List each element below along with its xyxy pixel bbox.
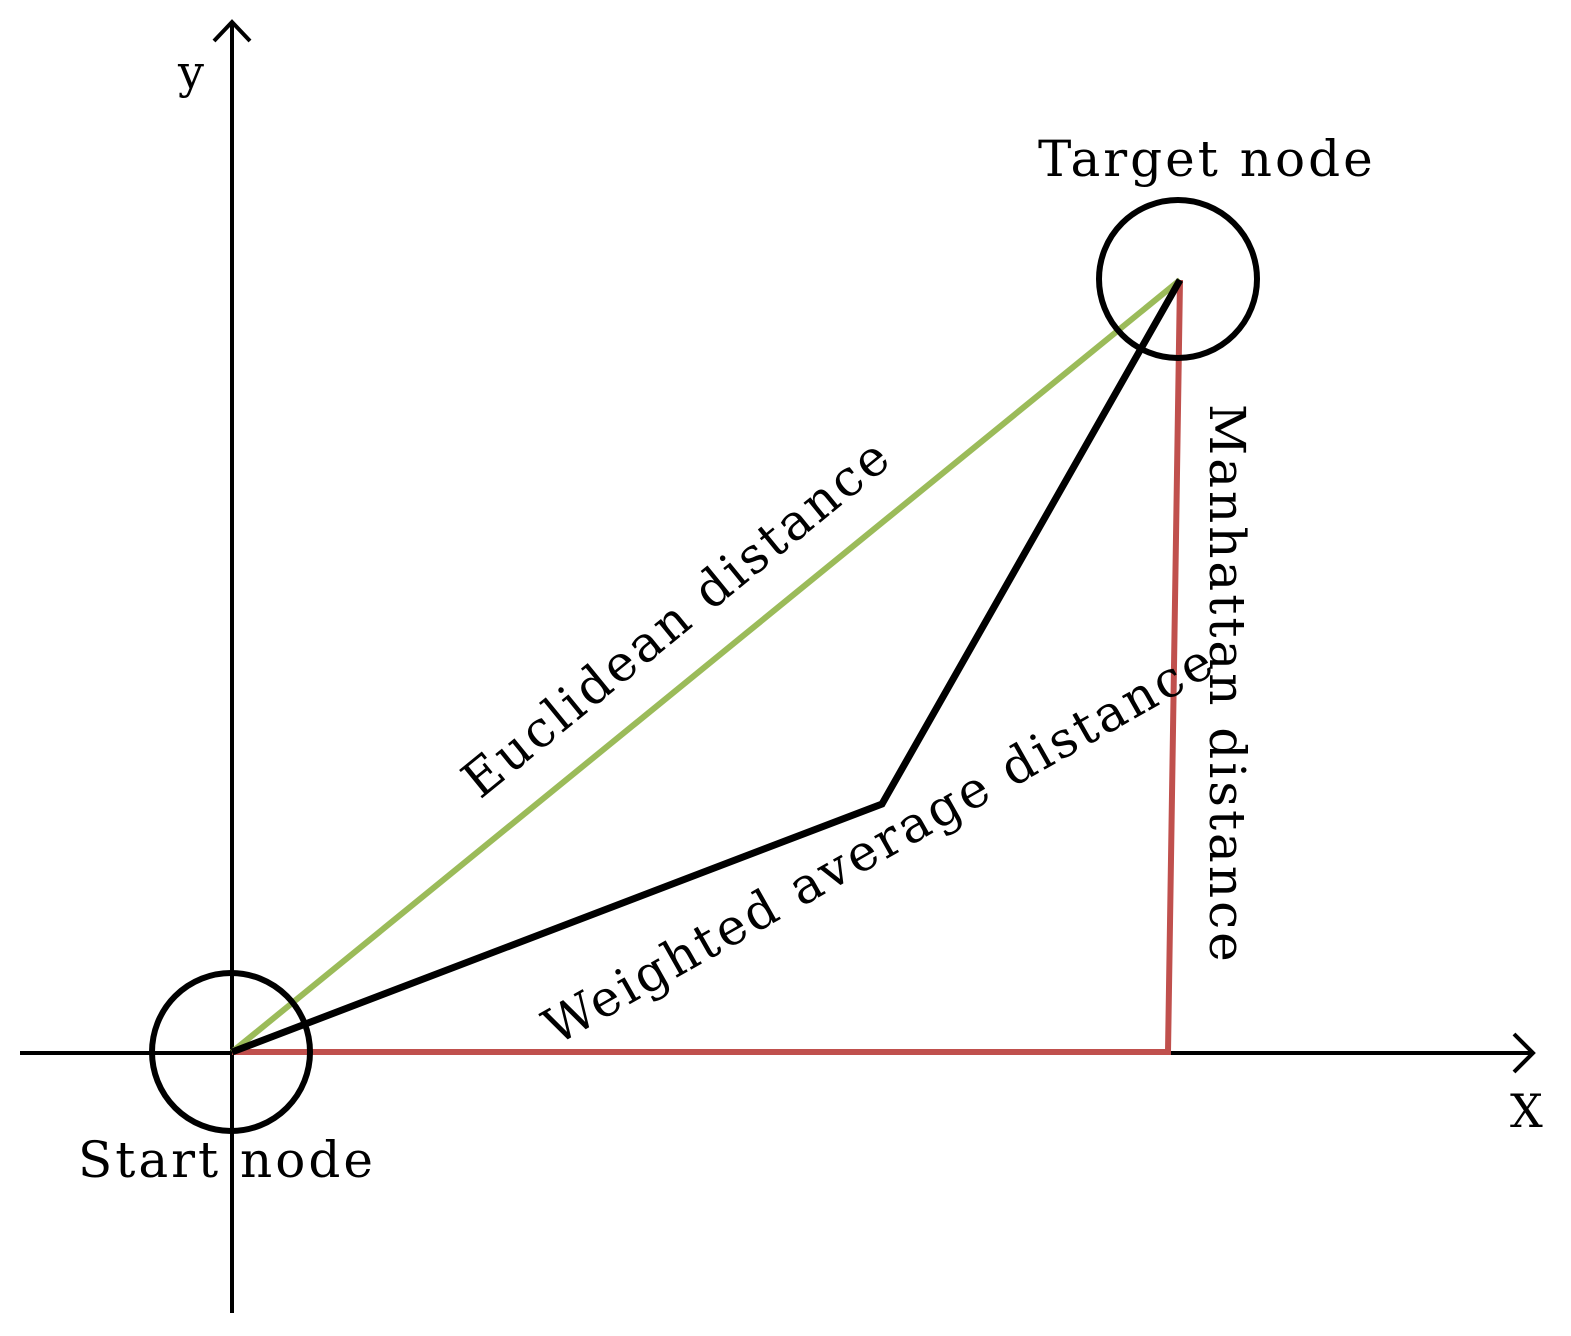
- target-node-label: Target node: [1038, 130, 1376, 188]
- weighted-average-distance-label: Weighted average distance: [533, 631, 1225, 1057]
- euclidean-path: [230, 277, 1182, 1055]
- manhattan-distance-label: Manhattan distance: [1198, 404, 1256, 965]
- x-axis-arrowhead: [1512, 1032, 1536, 1074]
- y-axis-arrowhead: [212, 19, 252, 43]
- manhattan-path: [232, 279, 1183, 1055]
- euclidean-distance-label: Euclidean distance: [451, 426, 903, 809]
- axes: X y: [20, 19, 1543, 1313]
- y-axis-label: y: [177, 45, 204, 99]
- start-node-circle: [149, 970, 313, 1134]
- weighted-average-path: [230, 278, 1184, 1056]
- start-node-label: Start node: [78, 1131, 376, 1189]
- target-node-circle: [1096, 197, 1260, 361]
- x-axis-label: X: [1510, 1084, 1543, 1138]
